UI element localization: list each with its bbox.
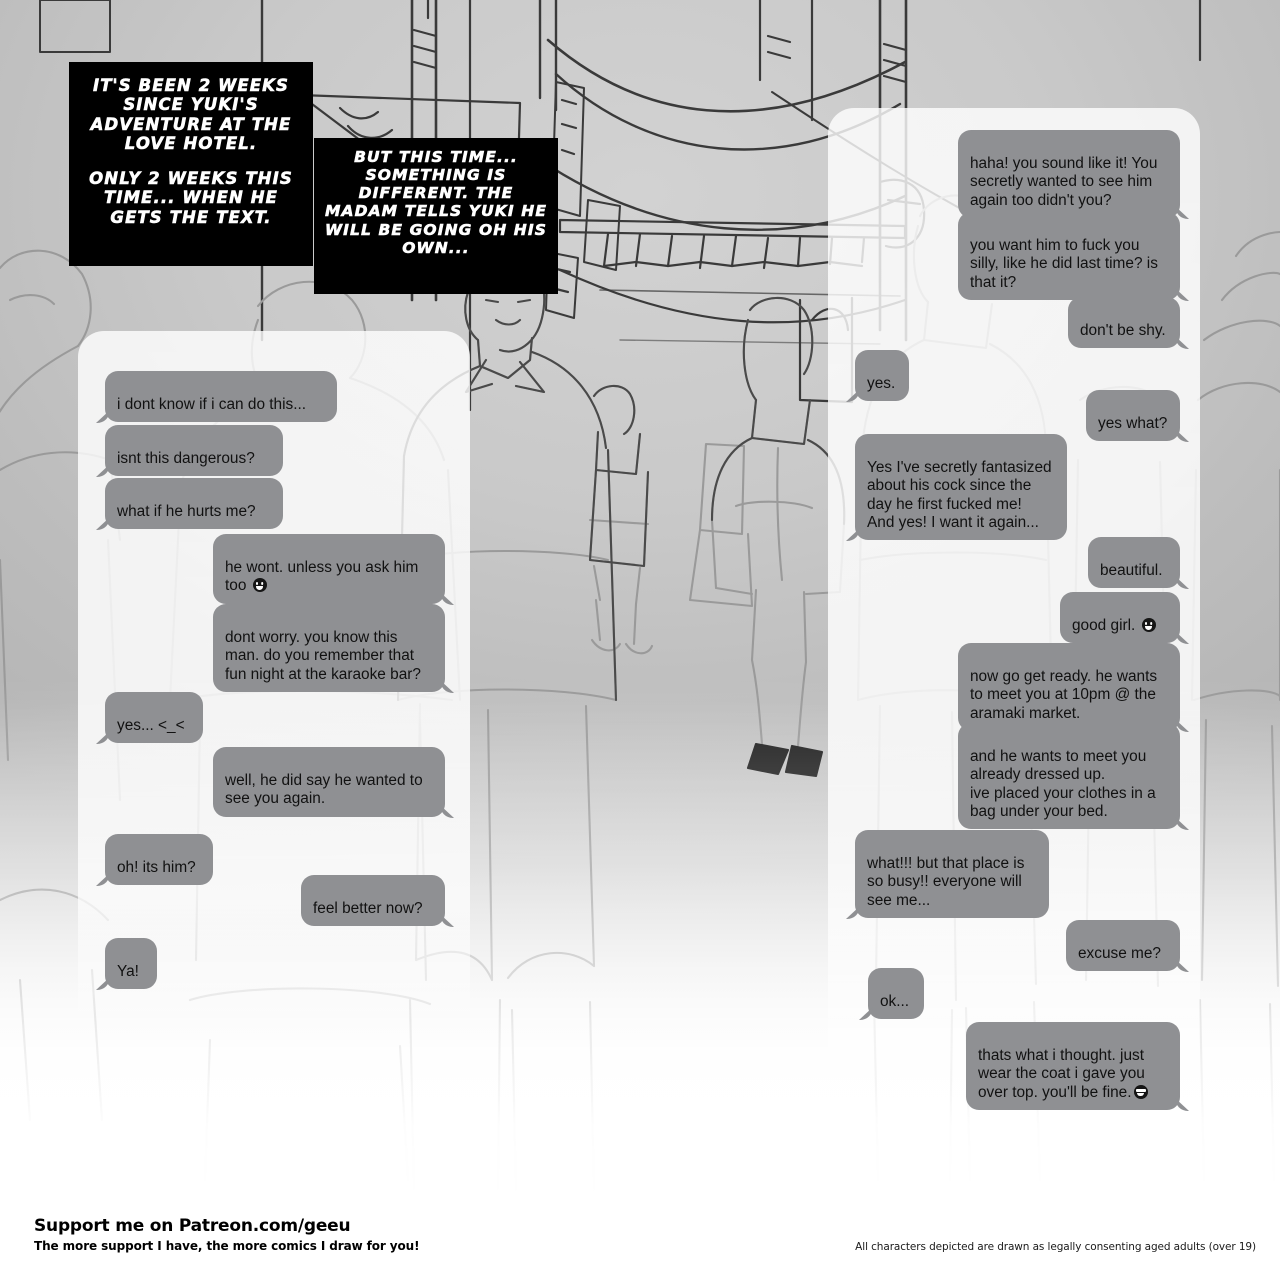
chat-bubble[interactable]: you want him to fuck you silly, like he …	[958, 212, 1189, 301]
bubble-text: ok...	[880, 993, 910, 1011]
bubble-text: what!!! but that place is so busy!! ever…	[867, 855, 1025, 909]
chat-bubble[interactable]: don't be shy.	[1068, 297, 1189, 350]
bubble-text: yes.	[867, 375, 896, 393]
chat-bubble[interactable]: good girl.	[1060, 592, 1189, 645]
chat-bubble[interactable]: oh! its him?	[96, 834, 213, 887]
bubble-text: feel better now?	[313, 900, 423, 918]
bubble-text: Yes I've secretly fantasized about his c…	[867, 459, 1052, 531]
bubble-text: oh! its him?	[117, 859, 196, 877]
chat-bubble[interactable]: and he wants to meet you already dressed…	[958, 723, 1189, 830]
bubble-text: dont worry. you know this man. do you re…	[225, 629, 421, 683]
chat-bubble[interactable]: haha! you sound like it! You secretly wa…	[958, 130, 1189, 219]
caption-box-intro: IT'S BEEN 2 WEEKS SINCE YUKI'S ADVENTURE…	[69, 62, 313, 266]
chat-bubble[interactable]: beautiful.	[1088, 537, 1189, 590]
chat-bubble[interactable]: feel better now?	[301, 875, 454, 928]
chat-bubble[interactable]: i dont know if i can do this...	[96, 371, 337, 424]
patreon-title[interactable]: Support me on Patreon.com/geeu	[34, 1216, 351, 1236]
bubble-text: i dont know if i can do this...	[117, 396, 307, 414]
bubble-text: isnt this dangerous?	[117, 450, 255, 468]
bubble-text: he wont. unless you ask him too	[225, 559, 419, 595]
chat-bubble[interactable]: yes what?	[1086, 390, 1189, 443]
chat-bubble[interactable]: now go get ready. he wants to meet you a…	[958, 643, 1189, 732]
bubble-text: yes... <_<	[117, 717, 185, 735]
wink-emoji-icon	[1141, 618, 1156, 633]
caption-text: BUT THIS TIME... SOMETHING IS DIFFERENT.…	[324, 148, 548, 257]
caption-line-a: IT'S BEEN 2 WEEKS SINCE YUKI'S ADVENTURE…	[90, 76, 292, 153]
chat-bubble[interactable]: what if he hurts me?	[96, 478, 283, 531]
wink-emoji-icon	[252, 578, 267, 593]
chat-bubble[interactable]: well, he did say he wanted to see you ag…	[213, 747, 454, 818]
sunglasses-emoji-icon	[1133, 1084, 1148, 1099]
patreon-subtitle: The more support I have, the more comics…	[34, 1239, 420, 1253]
chat-bubble[interactable]: dont worry. you know this man. do you re…	[213, 604, 454, 693]
bubble-text: don't be shy.	[1080, 322, 1166, 340]
bubble-text: you want him to fuck you silly, like he …	[970, 237, 1158, 291]
caption-gap	[75, 153, 307, 169]
bubble-text: beautiful.	[1100, 562, 1163, 580]
caption-box-twist: BUT THIS TIME... SOMETHING IS DIFFERENT.…	[314, 138, 558, 294]
age-disclaimer: All characters depicted are drawn as leg…	[855, 1241, 1256, 1253]
bubble-text: and he wants to meet you already dressed…	[970, 748, 1156, 820]
chat-bubble[interactable]: excuse me?	[1066, 920, 1189, 973]
chat-bubble[interactable]: isnt this dangerous?	[96, 425, 283, 478]
bubble-text: yes what?	[1098, 415, 1168, 433]
bubble-text: Ya!	[117, 963, 139, 981]
bubble-text: now go get ready. he wants to meet you a…	[970, 668, 1158, 722]
bubble-text: haha! you sound like it! You secretly wa…	[970, 155, 1158, 209]
bubble-text: thats what i thought. just wear the coat…	[978, 1047, 1145, 1101]
chat-bubble[interactable]: he wont. unless you ask him too	[213, 534, 454, 605]
bubble-text: well, he did say he wanted to see you ag…	[225, 772, 423, 808]
chat-bubble[interactable]: thats what i thought. just wear the coat…	[966, 1022, 1189, 1111]
caption-line-b: ONLY 2 WEEKS THIS TIME... WHEN HE GETS T…	[89, 169, 293, 227]
chat-bubble[interactable]: yes... <_<	[96, 692, 203, 745]
chat-bubble[interactable]: Ya!	[96, 938, 157, 991]
chat-bubble[interactable]: yes.	[846, 350, 909, 403]
chat-bubble[interactable]: Yes I've secretly fantasized about his c…	[846, 434, 1067, 541]
chat-bubble[interactable]: what!!! but that place is so busy!! ever…	[846, 830, 1049, 919]
bubble-text: what if he hurts me?	[117, 503, 256, 521]
page-footer: Support me on Patreon.com/geeu The more …	[0, 1208, 1280, 1280]
chat-bubble[interactable]: ok...	[859, 968, 924, 1021]
bubble-text: good girl.	[1072, 617, 1140, 635]
bubble-text: excuse me?	[1078, 945, 1161, 963]
